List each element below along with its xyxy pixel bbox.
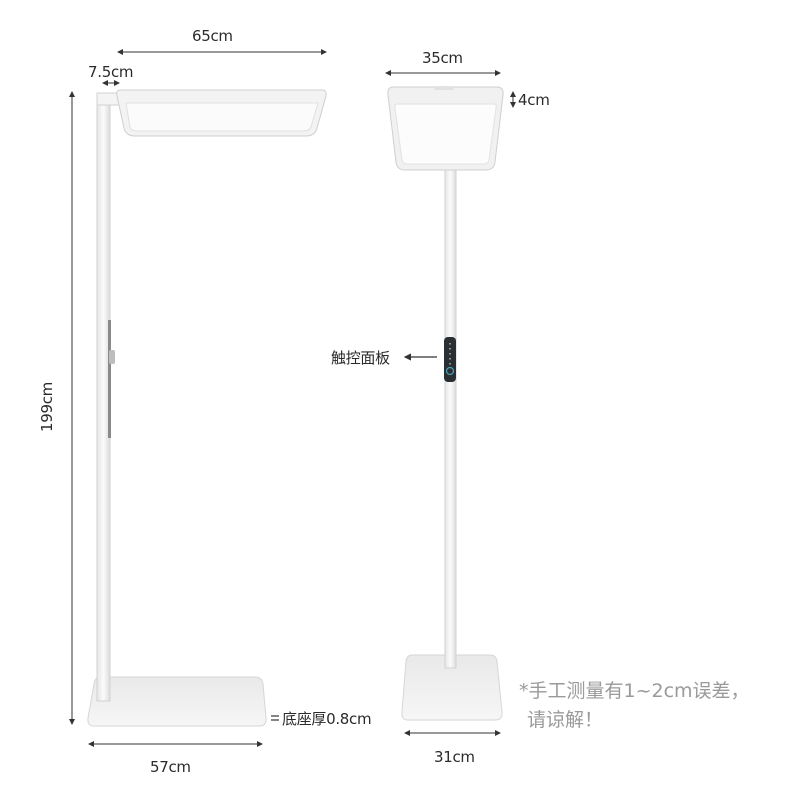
head-width-label: 35cm (422, 49, 463, 67)
total-height-label: 199cm (38, 382, 56, 432)
head-thickness-label: 4cm (518, 91, 550, 109)
base-width-label: 31cm (434, 748, 475, 766)
side-view-lamp (87, 89, 327, 727)
front-view-lamp (387, 86, 504, 721)
base-length-label: 57cm (150, 758, 191, 776)
arm-offset-label: 7.5cm (88, 63, 134, 81)
measurement-note-line2: 请谅解！ (527, 709, 604, 731)
base-thickness-label: 底座厚0.8cm (282, 710, 372, 728)
head-length-label: 65cm (192, 27, 233, 45)
touch-panel-label: 触控面板 (331, 349, 390, 367)
measurement-note-line1: *手工测量有1~2cm误差， (519, 680, 750, 702)
base-thickness-marker (271, 715, 279, 721)
